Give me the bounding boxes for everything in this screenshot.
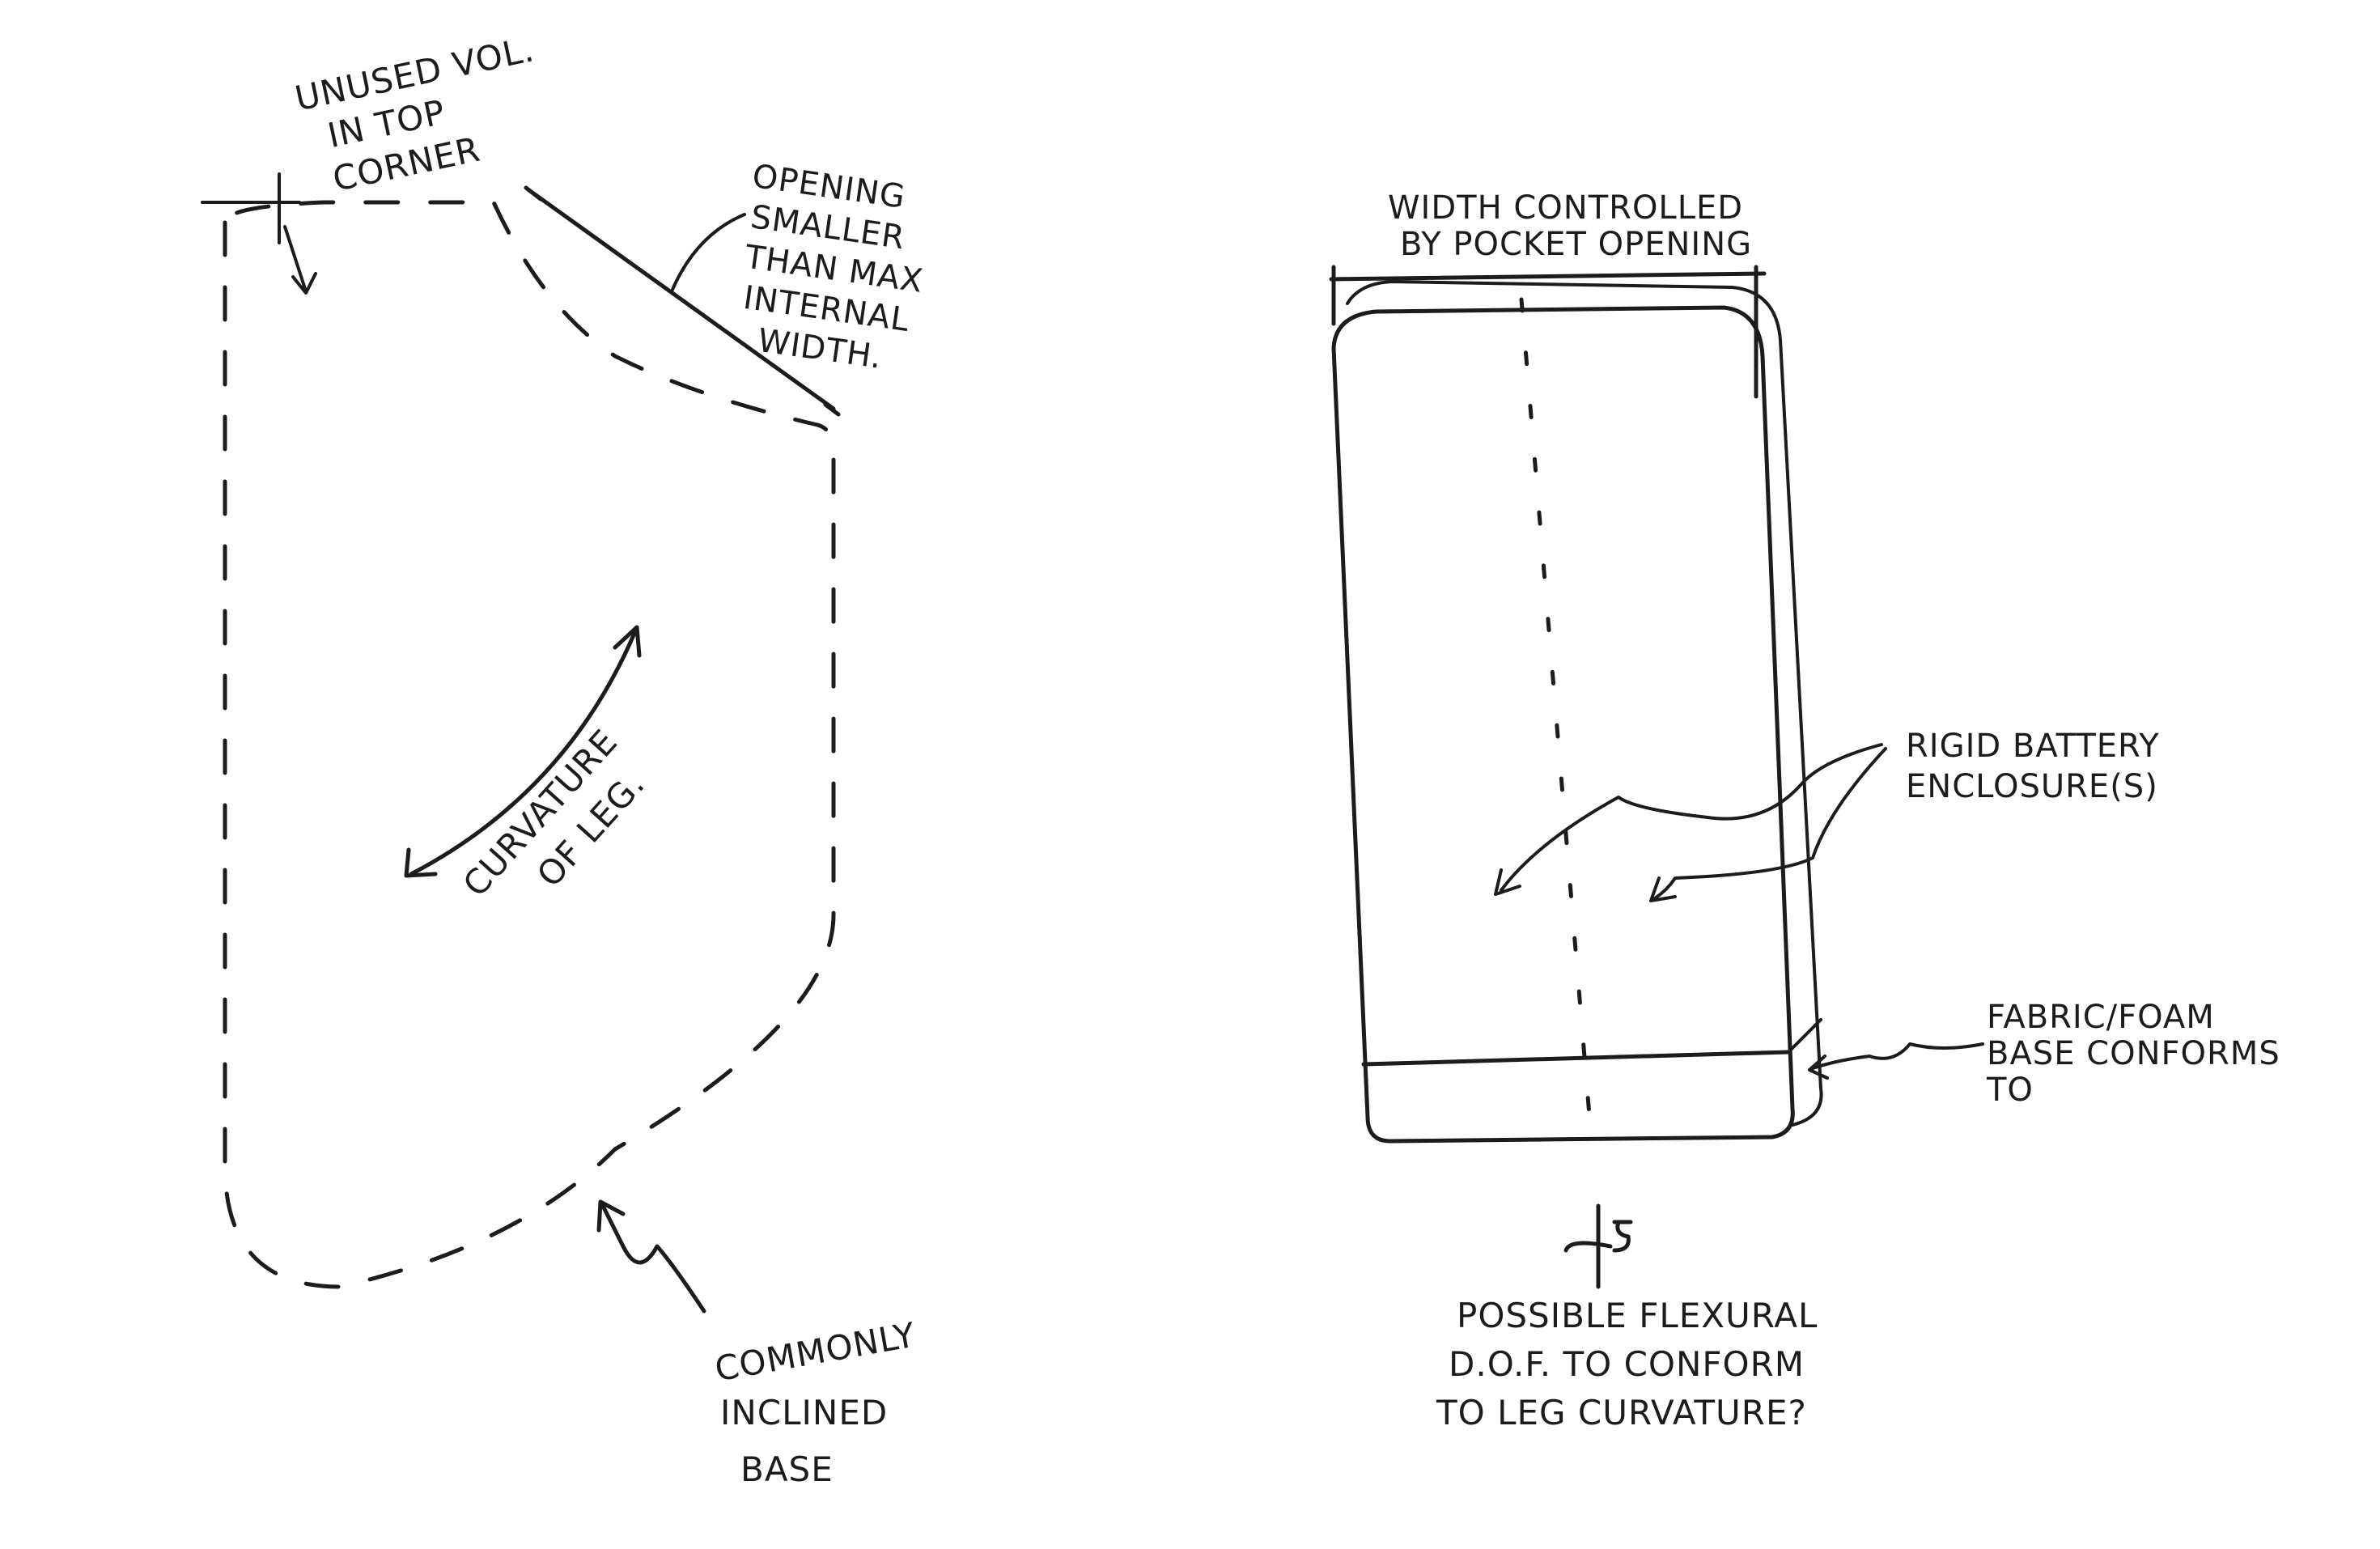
svg-text:TO: TO (1986, 1072, 2034, 1109)
label-opening-smaller: OPENING SMALLER THAN MAX INTERNAL WIDTH. (728, 158, 937, 380)
svg-text:ENCLOSURE(S): ENCLOSURE(S) (1906, 768, 2158, 805)
opening-leader (672, 214, 745, 291)
label-width-controlled: WIDTH CONTROLLED BY POCKET OPENING (1388, 189, 1752, 263)
pocket-dashed-outline (225, 202, 834, 1287)
enclosure-top-back (1347, 282, 1732, 303)
enclosure-leader-1 (1501, 745, 1882, 890)
label-rigid-battery: RIGID BATTERY ENCLOSURE(S) (1906, 728, 2160, 805)
base-leader-arrow (603, 1206, 704, 1311)
svg-text:D.O.F. TO CONFORM: D.O.F. TO CONFORM (1449, 1344, 1805, 1384)
svg-text:POSSIBLE FLEXURAL: POSSIBLE FLEXURAL (1457, 1296, 1818, 1335)
centerline-symbol (1566, 1206, 1631, 1287)
svg-text:BASE CONFORMS: BASE CONFORMS (1987, 1035, 2280, 1072)
label-possible-flexural: POSSIBLE FLEXURAL D.O.F. TO CONFORM TO L… (1436, 1296, 1818, 1432)
base-divider (1364, 1052, 1788, 1064)
label-unused-volume: UNUSED VOL. IN TOP CORNER (291, 29, 555, 203)
center-line (1521, 299, 1590, 1125)
svg-text:BASE: BASE (740, 1449, 834, 1489)
label-curvature-of-leg: CURVATURE OF LEG. (455, 722, 661, 937)
unused-leader-arrow (285, 227, 316, 293)
svg-text:RIGID BATTERY: RIGID BATTERY (1906, 728, 2160, 765)
svg-text:BY POCKET OPENING: BY POCKET OPENING (1400, 226, 1752, 263)
enclosure-front-face (1334, 308, 1792, 1141)
svg-text:WIDTH CONTROLLED: WIDTH CONTROLLED (1388, 189, 1743, 227)
svg-text:TO LEG CURVATURE?: TO LEG CURVATURE? (1436, 1393, 1807, 1432)
svg-text:FABRIC/FOAM: FABRIC/FOAM (1987, 999, 2215, 1036)
svg-text:INCLINED: INCLINED (720, 1393, 888, 1432)
width-dimension-line (1331, 274, 1764, 279)
enclosure-leader-2 (1655, 749, 1886, 898)
pocket-outline-left (202, 174, 838, 1311)
battery-enclosure-right (1331, 267, 1983, 1287)
label-fabric-foam: FABRIC/FOAM BASE CONFORMS TO (1986, 999, 2280, 1109)
svg-text:COMMONLY: COMMONLY (712, 1315, 919, 1390)
opening-end-top (526, 188, 541, 199)
base-side-divider (1788, 1020, 1821, 1052)
label-inclined-base: COMMONLY INCLINED BASE (712, 1315, 919, 1489)
foam-leader (1813, 1044, 1983, 1068)
